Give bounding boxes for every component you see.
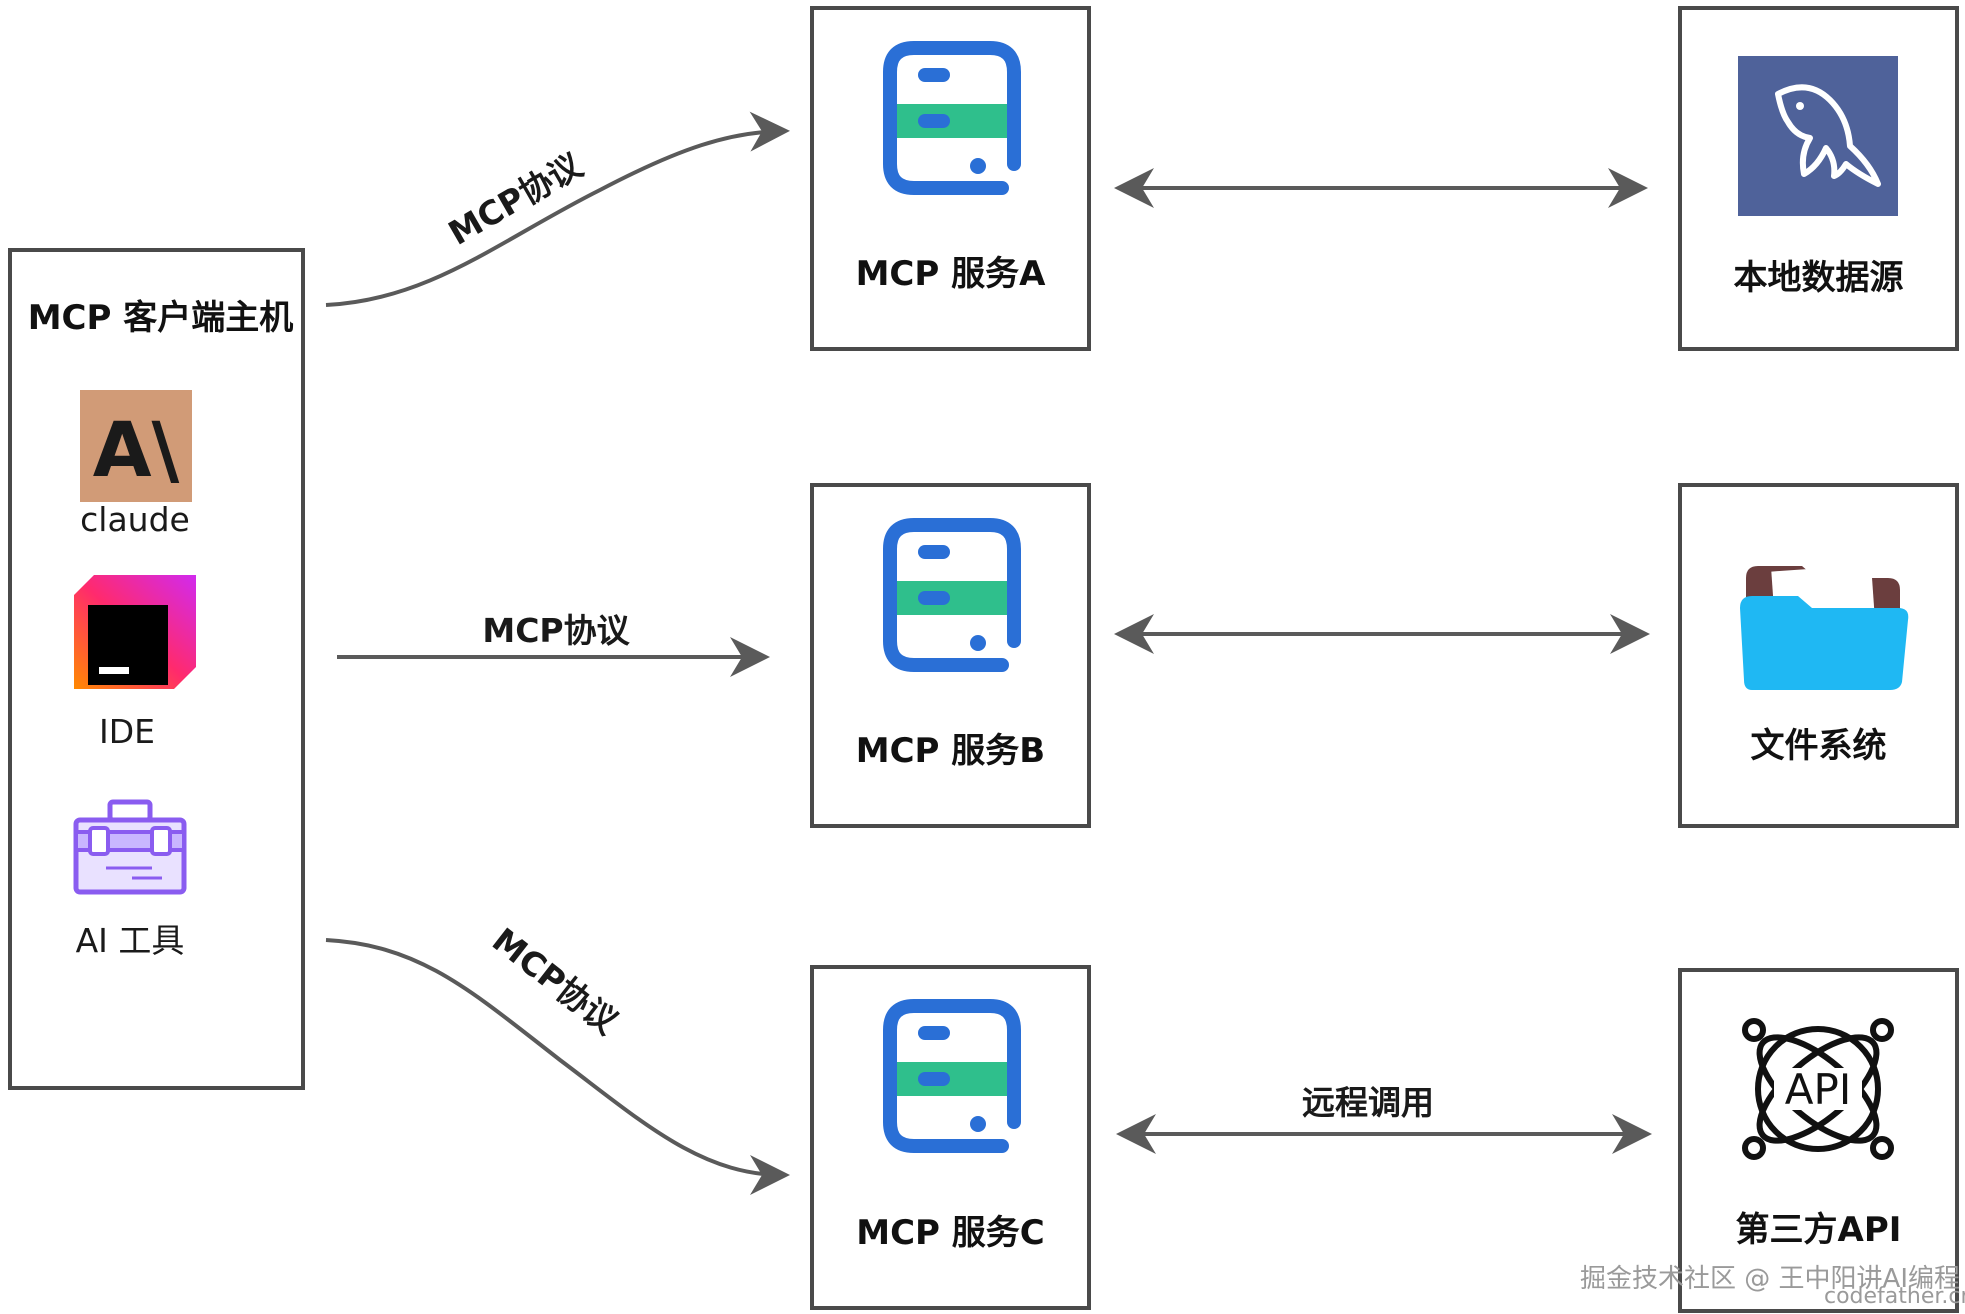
- service-box-a: [810, 6, 1091, 351]
- edge-label-remote-call: 远程调用: [1302, 1083, 1434, 1122]
- client-host-title: MCP 客户端主机: [27, 298, 294, 338]
- server-icon: [880, 996, 1024, 1164]
- claude-logo-text: A\: [93, 405, 180, 494]
- ide-logo-icon: [74, 575, 200, 701]
- resource-label-filesystem: 文件系统: [1750, 726, 1887, 766]
- service-box-c: [810, 965, 1091, 1310]
- service-box-b: [810, 483, 1091, 828]
- claude-logo-icon: A\: [80, 390, 192, 502]
- api-icon: API: [1738, 1014, 1898, 1164]
- edge-label-protocol-b: MCP协议: [482, 611, 630, 650]
- app-label-ai-tool: AI 工具: [75, 921, 185, 960]
- edge-client-to-service-c: [325, 938, 790, 1195]
- resource-box-third-party-api: [1678, 968, 1959, 1313]
- folder-icon: [1738, 548, 1910, 692]
- edge-label-protocol-c: MCP协议: [485, 920, 626, 1042]
- service-label-c: MCP 服务C: [856, 1213, 1045, 1253]
- watermark-line2: codefather.cn: [1824, 1284, 1965, 1309]
- resource-label-third-party-api: 第三方API: [1735, 1210, 1902, 1250]
- service-label-a: MCP 服务A: [855, 254, 1046, 294]
- app-label-ide: IDE: [99, 712, 155, 751]
- service-label-b: MCP 服务B: [855, 731, 1046, 771]
- toolbox-icon: [72, 798, 188, 898]
- server-icon: [880, 38, 1024, 206]
- api-icon-text: API: [1785, 1065, 1851, 1114]
- mysql-dolphin-icon: [1738, 56, 1898, 216]
- watermark-line1: 掘金技术社区 @ 王中阳讲AI编程: [1580, 1264, 1960, 1294]
- server-icon: [880, 515, 1024, 683]
- edge-client-to-service-a: [325, 111, 790, 307]
- resource-label-local-data: 本地数据源: [1733, 258, 1904, 298]
- app-label-claude: claude: [80, 500, 190, 539]
